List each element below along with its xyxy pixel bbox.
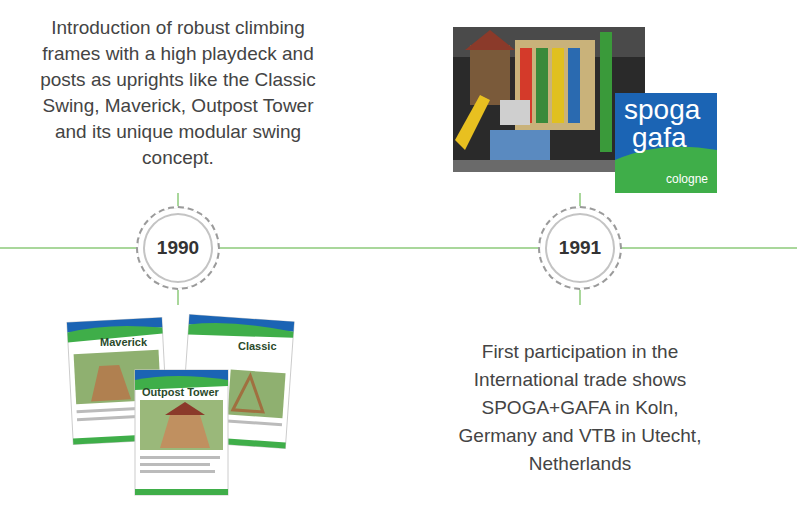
brochure-title: Outpost Tower	[142, 386, 219, 399]
timeline-tick	[579, 193, 581, 207]
year-circle: 1990	[136, 206, 220, 290]
timeline-line	[0, 247, 138, 249]
logo-text: spoga	[624, 94, 700, 126]
timeline-line	[620, 247, 797, 249]
year-text: 1991	[559, 237, 601, 259]
brochure-title: Maverick	[100, 336, 147, 349]
timeline-tick	[579, 289, 581, 305]
logo-text: gafa	[632, 122, 687, 154]
milestone-text: First participation in the International…	[455, 338, 705, 478]
spoga-gafa-logo	[615, 93, 717, 193]
milestone-text: Introduction of robust climbing frames w…	[26, 15, 331, 171]
timeline-connector	[220, 247, 538, 249]
brochure-title: Classic	[238, 340, 277, 353]
year-circle: 1991	[538, 206, 622, 290]
timeline-tick	[177, 289, 179, 305]
timeline-tick	[177, 193, 179, 207]
year-text: 1990	[157, 237, 199, 259]
brochure-outpost-tower	[135, 370, 228, 495]
logo-text: cologne	[666, 173, 708, 187]
